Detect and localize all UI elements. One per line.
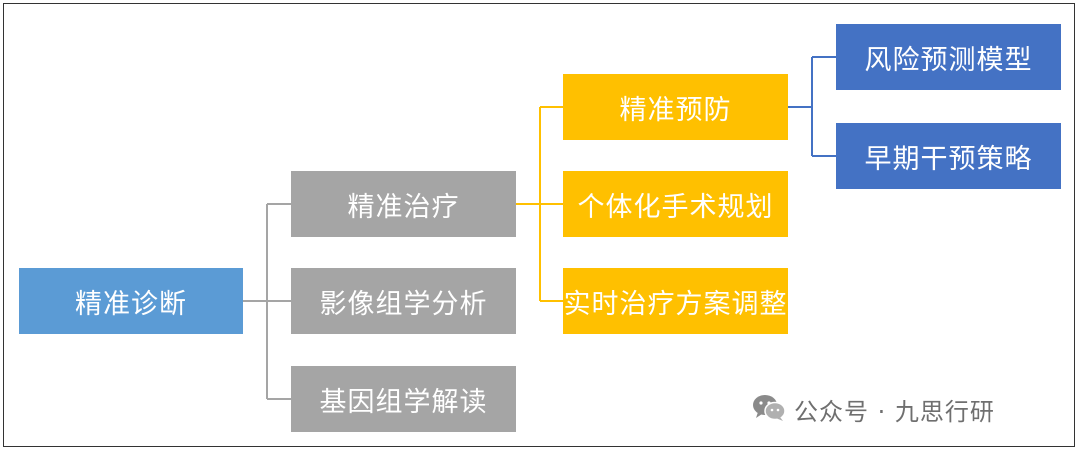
node-radiomics-analysis: 影像组学分析: [291, 268, 516, 334]
node-label: 基因组学解读: [319, 386, 488, 418]
treatment-connector: [516, 106, 563, 302]
node-precision-treatment: 精准治疗: [291, 171, 516, 237]
prevention-connector: [788, 56, 836, 157]
node-genomics-interpretation: 基因组学解读: [291, 366, 516, 432]
node-precision-diagnosis: 精准诊断: [19, 268, 243, 334]
node-label: 精准诊断: [75, 288, 187, 320]
root-connector: [243, 203, 291, 400]
diagram-frame: [3, 3, 1075, 447]
node-label: 影像组学分析: [319, 288, 488, 320]
node-label: 精准预防: [619, 94, 732, 126]
watermark: 公众号 · 九思行研: [752, 392, 995, 427]
watermark-text: 公众号 · 九思行研: [794, 398, 995, 426]
node-early-intervention-strategy: 早期干预策略: [836, 123, 1061, 189]
node-individual-surgery-planning: 个体化手术规划: [563, 171, 788, 237]
node-precision-prevention: 精准预防: [563, 74, 788, 140]
node-label: 实时治疗方案调整: [563, 288, 788, 320]
node-label: 精准治疗: [347, 191, 460, 223]
node-label: 个体化手术规划: [577, 191, 774, 223]
node-label: 早期干预策略: [864, 143, 1033, 175]
node-realtime-plan-adjustment: 实时治疗方案调整: [563, 268, 788, 334]
wechat-icon: [752, 394, 786, 426]
node-risk-prediction-model: 风险预测模型: [836, 24, 1061, 90]
node-label: 风险预测模型: [864, 44, 1033, 76]
